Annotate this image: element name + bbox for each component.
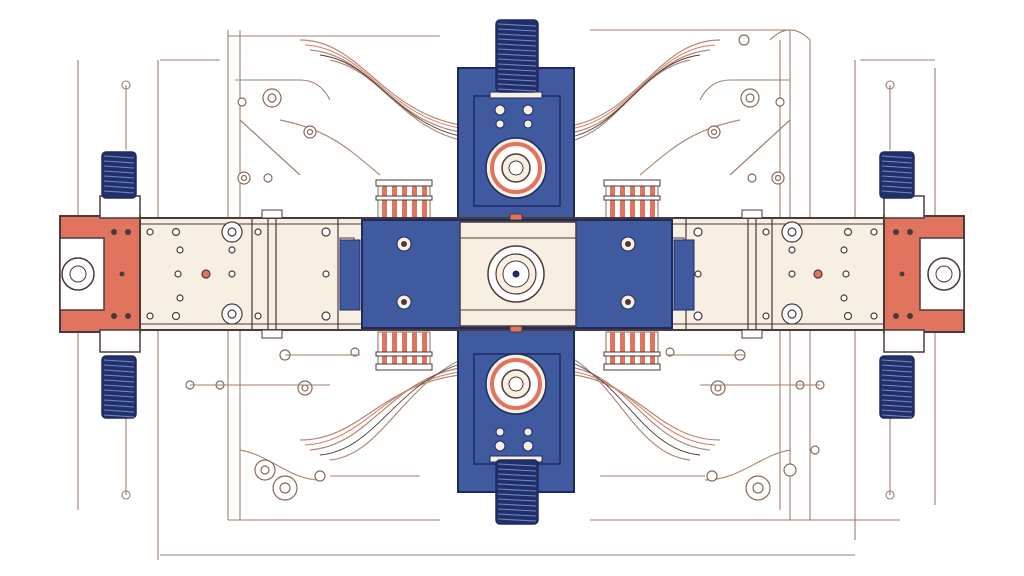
- guide-rod-clusters: [375, 179, 661, 371]
- thread-line: [497, 473, 537, 477]
- thread-line: [881, 369, 913, 373]
- lower-bearing: [485, 353, 547, 415]
- thread-line: [497, 28, 537, 32]
- thread-line: [497, 48, 537, 52]
- bottom-lead-screw: [495, 459, 539, 525]
- thread-line: [103, 389, 135, 393]
- right-end-bracket: [883, 195, 965, 353]
- thread-line: [881, 175, 913, 179]
- thread-line: [497, 493, 537, 497]
- thread-line: [497, 88, 537, 92]
- thread-line: [881, 190, 913, 194]
- thread-line: [103, 185, 135, 189]
- thread-line: [881, 374, 913, 378]
- thread-line: [103, 379, 135, 383]
- thread-line: [497, 468, 537, 472]
- thread-line: [497, 488, 537, 492]
- thread-line: [881, 170, 913, 174]
- guide-rod-cluster-top-left: [375, 179, 433, 223]
- left-end-bracket: [59, 195, 141, 353]
- guide-rod-cluster-top-right: [603, 179, 661, 223]
- thread-line: [103, 180, 135, 184]
- thread-line: [881, 180, 913, 184]
- thread-line: [103, 359, 135, 363]
- thread-line: [881, 394, 913, 398]
- thread-line: [103, 384, 135, 388]
- top-lead-screw: [495, 19, 539, 93]
- left-lead-screw-lower: [101, 355, 137, 419]
- thread-line: [497, 38, 537, 42]
- thread-line: [881, 389, 913, 393]
- lead-screws: [101, 19, 915, 525]
- thread-line: [497, 478, 537, 482]
- thread-line: [497, 43, 537, 47]
- guide-rod-cluster-bottom-right: [603, 331, 661, 371]
- thread-line: [881, 359, 913, 363]
- thread-line: [103, 414, 135, 418]
- thread-line: [497, 23, 537, 27]
- rail-fasteners: [146, 221, 878, 325]
- thread-line: [497, 483, 537, 487]
- right-lead-screw-upper: [879, 151, 915, 199]
- thread-line: [497, 73, 537, 77]
- thread-line: [103, 364, 135, 368]
- upper-bearing: [485, 137, 547, 199]
- thread-line: [881, 379, 913, 383]
- thread-line: [497, 78, 537, 82]
- thread-line: [881, 384, 913, 388]
- thread-line: [103, 175, 135, 179]
- thread-line: [881, 185, 913, 189]
- thread-line: [103, 374, 135, 378]
- thread-line: [103, 409, 135, 413]
- left-lead-screw-upper: [101, 151, 137, 199]
- thread-line: [497, 33, 537, 37]
- thread-line: [497, 503, 537, 507]
- thread-line: [497, 53, 537, 57]
- thread-line: [103, 155, 135, 159]
- thread-line: [103, 165, 135, 169]
- thread-line: [103, 160, 135, 164]
- thread-line: [103, 399, 135, 403]
- thread-line: [881, 414, 913, 418]
- thread-line: [497, 63, 537, 67]
- thread-line: [497, 498, 537, 502]
- thread-line: [881, 160, 913, 164]
- thread-line: [497, 68, 537, 72]
- thread-line: [497, 463, 537, 467]
- thread-line: [103, 190, 135, 194]
- thread-line: [881, 155, 913, 159]
- thread-line: [497, 513, 537, 517]
- thread-line: [497, 83, 537, 87]
- thread-line: [497, 518, 537, 522]
- right-lead-screw-lower: [879, 355, 915, 419]
- thread-line: [103, 369, 135, 373]
- thread-line: [881, 409, 913, 413]
- thread-line: [103, 394, 135, 398]
- guide-rod-cluster-bottom-left: [375, 331, 433, 371]
- wire-harness-accent: [304, 44, 716, 446]
- thread-line: [103, 404, 135, 408]
- thread-line: [497, 508, 537, 512]
- background-leader-lines: [190, 354, 820, 477]
- thread-line: [881, 364, 913, 368]
- thread-line: [881, 404, 913, 408]
- thread-line: [881, 399, 913, 403]
- thread-line: [881, 165, 913, 169]
- thread-line: [103, 170, 135, 174]
- wire-harness-dark: [319, 54, 701, 456]
- center-bearing: [487, 245, 545, 303]
- thread-line: [497, 58, 537, 62]
